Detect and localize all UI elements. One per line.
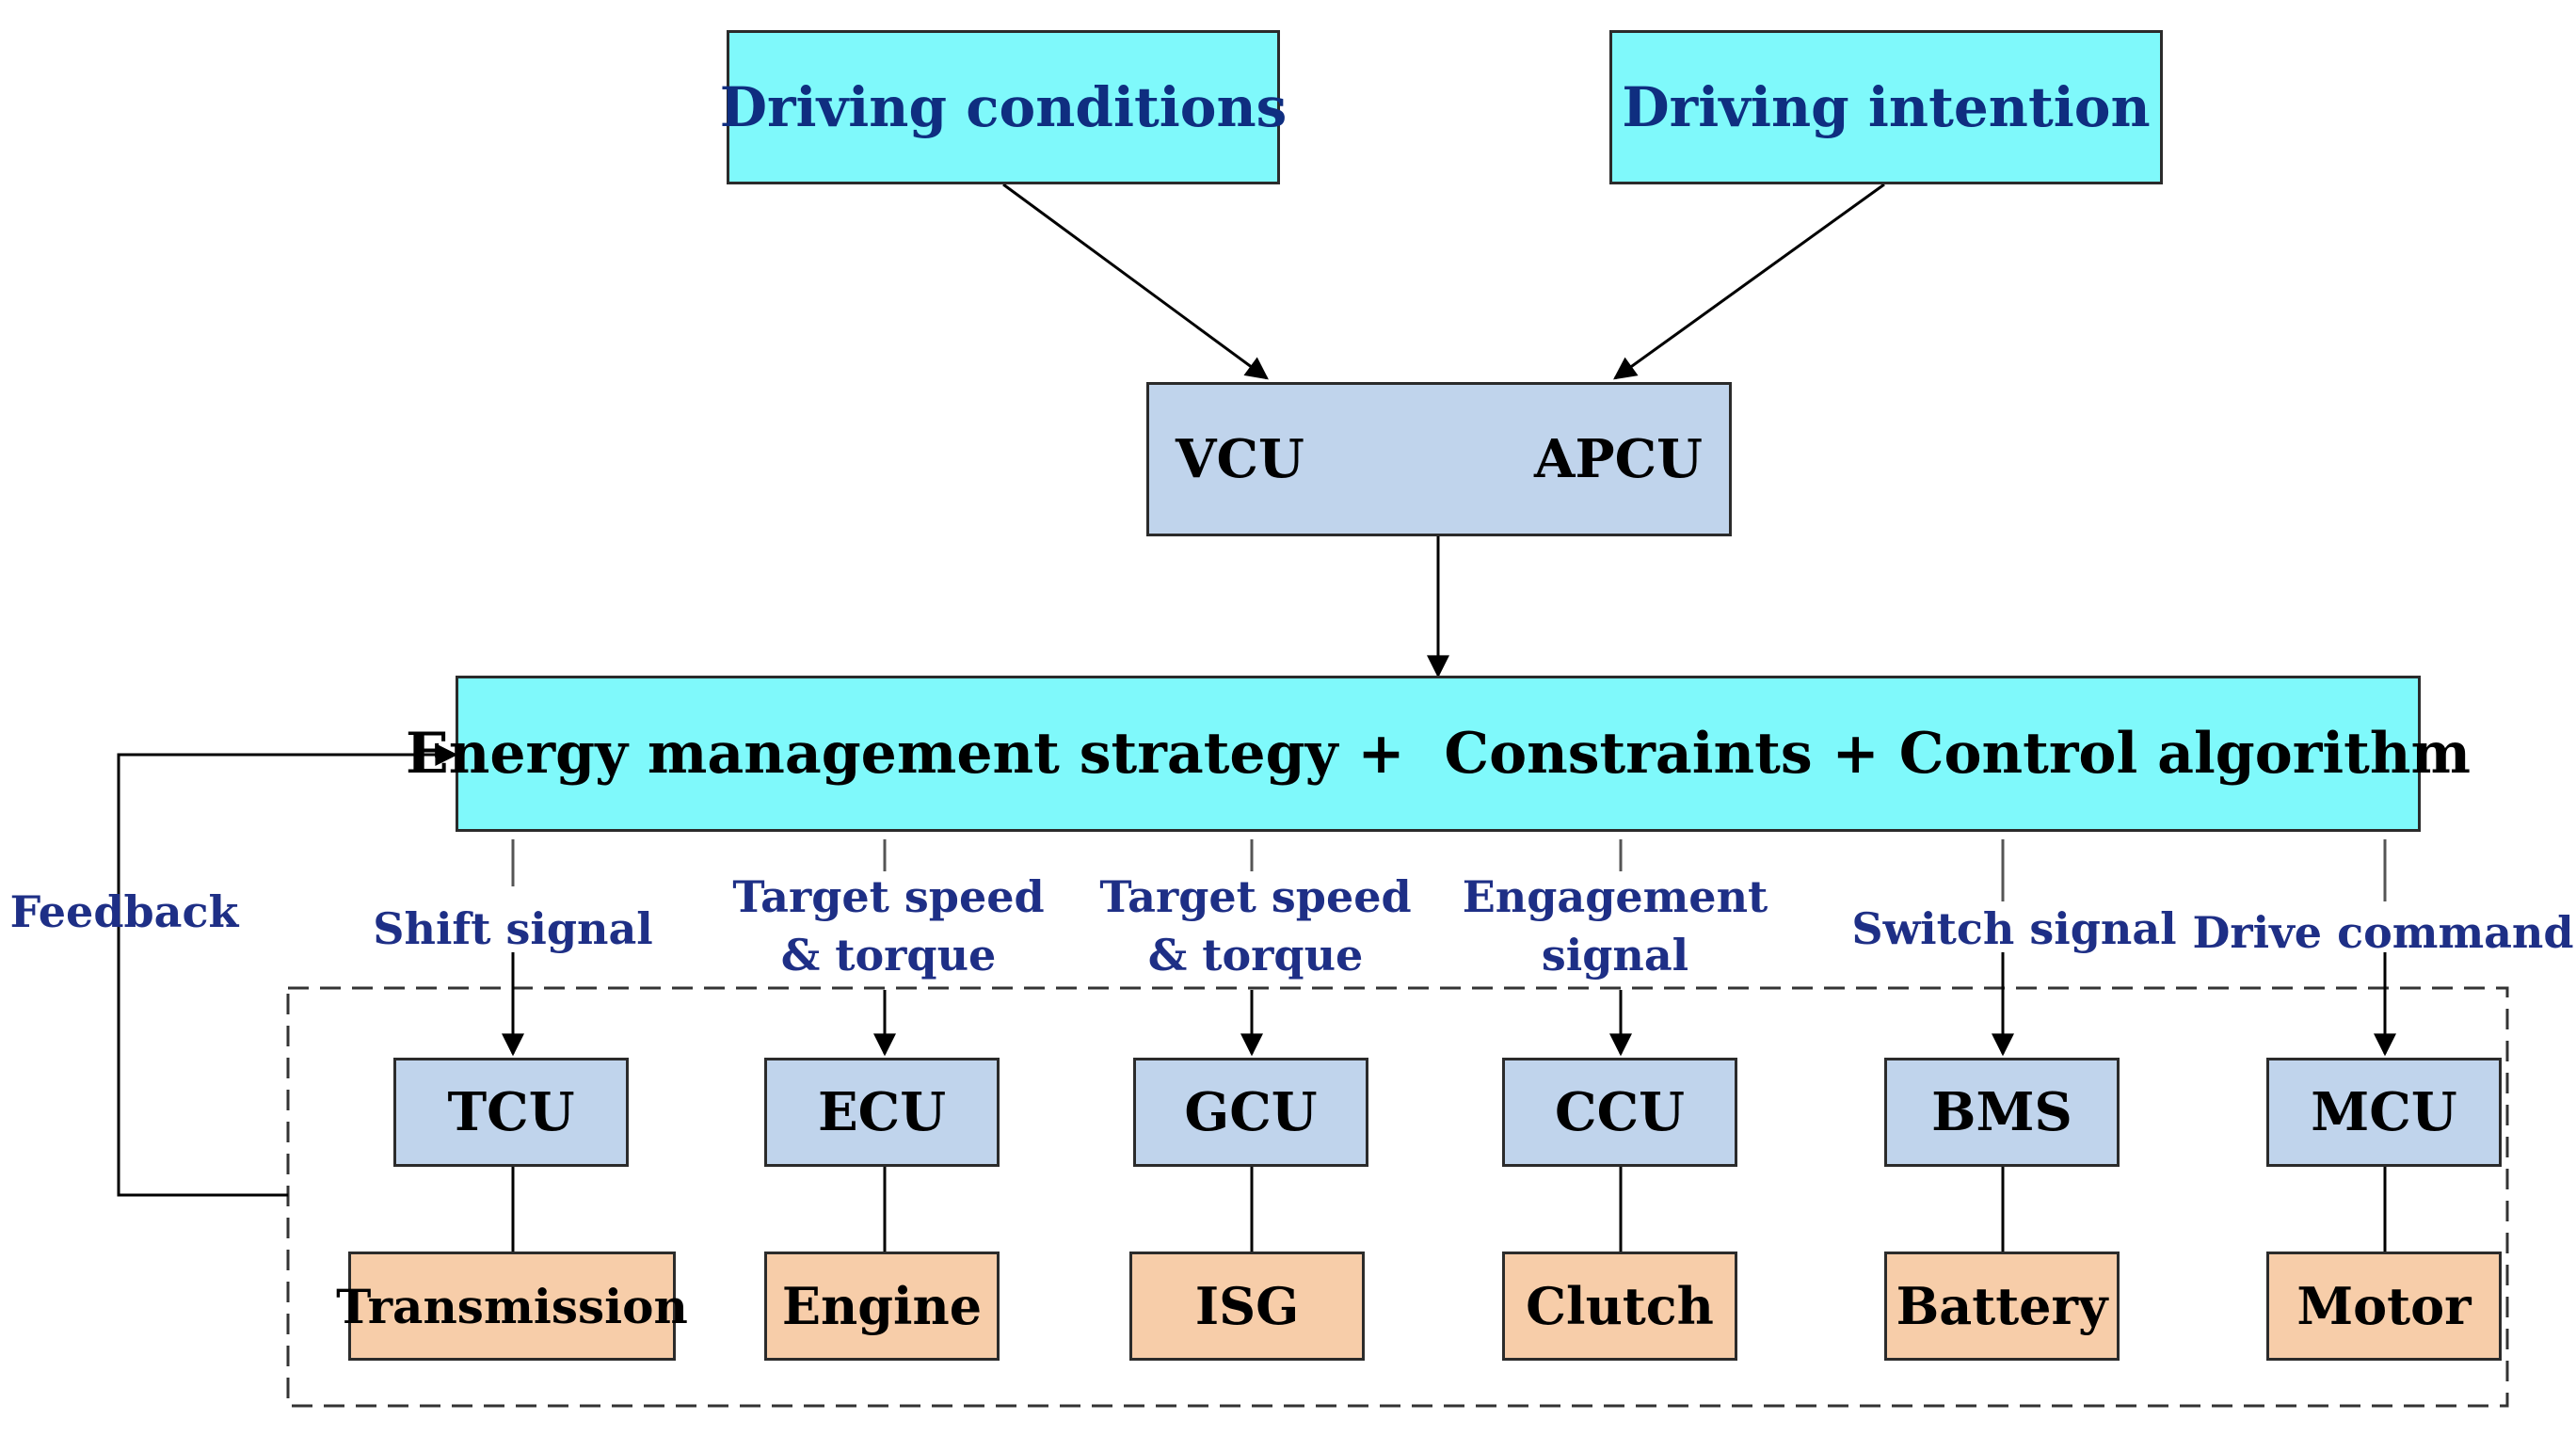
motor-box: Motor [2266,1252,2502,1361]
isg-box: ISG [1129,1252,1365,1361]
bms-label: BMS [1931,1081,2072,1143]
isg-label: ISG [1194,1276,1300,1336]
signal-label-drive: Drive command [2192,903,2573,962]
gcu-label: GCU [1184,1081,1318,1143]
signal-label-gcu: Target speed & torque [1099,868,1411,984]
controller-component-links [511,1167,2387,1252]
signal-line: Switch signal [1851,903,2177,954]
ccu-box: CCU [1502,1058,1737,1167]
battery-label: Battery [1896,1276,2108,1336]
signal-line: Target speed [732,871,1045,922]
signal-line: & torque [1147,930,1364,981]
feedback-text: Feedback [9,886,239,937]
engine-label: Engine [781,1276,983,1336]
engine-box: Engine [764,1252,1000,1361]
gcu-box: GCU [1133,1058,1368,1167]
ecu-box: ECU [764,1058,1000,1167]
signal-line: Drive command [2192,907,2574,958]
driving-intention-box: Driving intention [1609,30,2163,184]
energy-management-strategy-box: Energy management strategy + Constraints… [406,676,2471,832]
vcu-label: VCU [1176,428,1304,490]
signal-line: Engagement [1462,871,1768,922]
apcu-label: APCU [1534,428,1703,490]
clutch-label: Clutch [1526,1276,1714,1336]
signal-line: & torque [780,930,997,981]
driving-conditions-label: Driving conditions [719,75,1288,139]
signal-label-switch: Switch signal [1851,900,2176,958]
signal-line: signal [1541,930,1689,981]
signal-label-engagement: Engagement signal [1463,868,1768,984]
transmission-box: Transmission [336,1252,688,1361]
clutch-box: Clutch [1502,1252,1737,1361]
signal-line: Target speed [1099,871,1412,922]
strategy-label: Energy management strategy + Constraints… [406,721,2471,787]
bms-box: BMS [1884,1058,2120,1167]
tcu-box: TCU [393,1058,629,1167]
mcu-box: MCU [2266,1058,2502,1167]
vcu-apcu-box: VCU APCU [1146,382,1732,536]
arrow-conditions-to-vcu [1002,183,1269,380]
tcu-label: TCU [447,1081,575,1143]
signal-label-shift: Shift signal [373,900,652,958]
driving-intention-label: Driving intention [1622,75,2151,139]
ecu-label: ECU [817,1081,947,1143]
ccu-label: CCU [1555,1081,1685,1143]
signal-label-ecu: Target speed & torque [732,868,1044,984]
mcu-label: MCU [2311,1081,2457,1143]
arrow-intention-to-apcu [1613,183,1885,380]
feedback-label: Feedback [10,883,239,941]
driving-conditions-box: Driving conditions [720,30,1287,184]
transmission-label: Transmission [336,1278,688,1334]
motor-label: Motor [2296,1276,2472,1336]
signal-line: Shift signal [373,903,653,954]
battery-box: Battery [1884,1252,2120,1361]
